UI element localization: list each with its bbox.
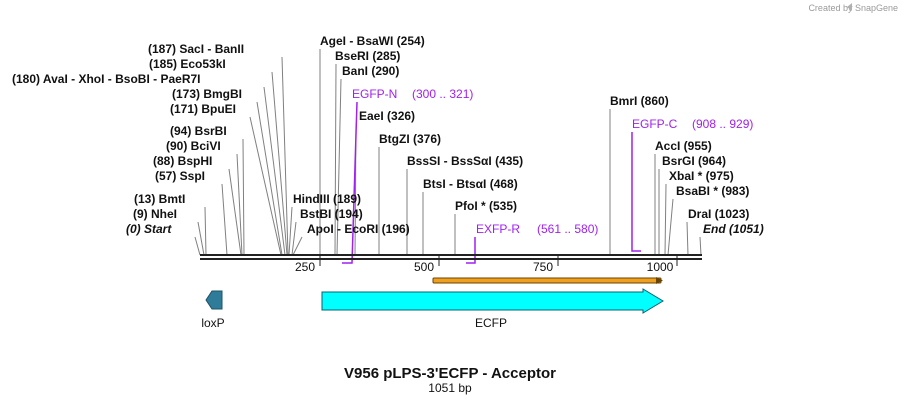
map-title: V956 pLPS-3'ECFP - Acceptor (344, 365, 556, 382)
site-label-bsrbi[interactable]: (94) BsrBI (170, 124, 227, 138)
ruler-label-750: 750 (533, 260, 553, 274)
site-label-bmri[interactable]: BmrI (860) (610, 94, 669, 108)
site-label-btsi[interactable]: BtsI - BtsαI (468) (423, 177, 518, 191)
site-label-bmgbi[interactable]: (173) BmgBI (172, 87, 242, 101)
loxp-feature[interactable] (205, 290, 223, 310)
site-label-start[interactable]: (0) Start (126, 222, 172, 236)
site-line-eco53ki (271, 71, 288, 256)
site-label-xbai[interactable]: XbaI * (975) (669, 169, 734, 183)
site-label-bcivi[interactable]: (90) BciVI (166, 139, 221, 153)
site-label-agei-bsawi[interactable]: AgeI - BsaWI (254) (320, 34, 425, 48)
site-lines (194, 49, 702, 256)
site-line-ava1 (263, 86, 286, 256)
site-label-eco53ki[interactable]: (185) Eco53kI (149, 57, 226, 71)
site-label-bstbi[interactable]: BstBI (194) (300, 207, 363, 221)
primer-exfp-r-bracket (466, 237, 476, 264)
site-label-bsrgi[interactable]: BsrGI (964) (662, 154, 726, 168)
site-line-bmgbi (256, 101, 283, 256)
site-line-bcivi (236, 153, 243, 256)
primer-label-egfp-c[interactable]: EGFP-C (632, 117, 678, 131)
site-line-bstbi (291, 221, 297, 256)
site-line-sspi (221, 183, 228, 256)
site-label-bani[interactable]: BanI (290) (342, 64, 399, 78)
feature-label-loxp: loxP (201, 316, 224, 330)
ecfp-feature[interactable] (321, 288, 664, 314)
site-label-sac1-banii[interactable]: (187) SacI - BanII (148, 42, 244, 56)
site-line-bsrbi (242, 138, 245, 256)
site-label-btgzi[interactable]: BtgZI (376) (379, 132, 441, 146)
primer-egfp-n-bracket (342, 101, 358, 264)
ruler-label-500: 500 (414, 260, 434, 274)
site-label-bseri[interactable]: BseRI (285) (335, 49, 400, 63)
site-line-sac1 (281, 56, 289, 256)
map-length: 1051 bp (428, 381, 472, 395)
site-label-bsphi[interactable]: (88) BspHI (153, 154, 212, 168)
site-line-bsphi (228, 168, 242, 256)
site-label-bmti[interactable]: (13) BmtI (134, 192, 185, 206)
site-labels: (187) SacI - BanII (185) Eco53kI (180) A… (12, 34, 764, 236)
site-line-bani (336, 78, 342, 256)
site-label-eaei[interactable]: EaeI (326) (359, 109, 415, 123)
site-line-bpuei (249, 116, 282, 256)
site-line-nhei (197, 221, 205, 256)
site-label-bsabi[interactable]: BsaBI * (983) (676, 184, 749, 198)
site-label-nhei[interactable]: (9) NheI (133, 207, 177, 221)
site-line-drai (686, 221, 689, 256)
site-line-hindiii (288, 206, 293, 256)
site-label-pfoi[interactable]: PfoI * (535) (455, 199, 517, 213)
site-label-bpuei[interactable]: (171) BpuEI (170, 102, 236, 116)
site-line-end (699, 236, 702, 256)
site-line-apoi (292, 236, 303, 256)
site-line-bmti (204, 206, 207, 256)
primer-label-egfp-n[interactable]: EGFP-N (352, 87, 397, 101)
primer-range-egfp-c: (908 .. 929) (692, 117, 753, 131)
site-label-sspi[interactable]: (57) SspI (155, 169, 205, 183)
primer-egfp-c-bracket (631, 132, 641, 252)
site-label-end[interactable]: End (1051) (703, 222, 764, 236)
ruler-label-250: 250 (295, 260, 315, 274)
site-line-bseri (334, 63, 337, 256)
orf-arrow (432, 277, 663, 284)
site-label-hindiii[interactable]: HindIII (189) (293, 192, 361, 206)
primer-range-egfp-n: (300 .. 321) (412, 87, 473, 101)
site-label-apoi-ecori[interactable]: ApoI - EcoRI (196) (307, 222, 410, 236)
snapgene-logo-icon (847, 3, 852, 11)
feature-label-ecfp: ECFP (475, 316, 507, 330)
site-label-ava1-xho1[interactable]: (180) AvaI - XhoI - BsoBI - PaeR7I (12, 72, 201, 86)
snapgene-watermark: Created by SnapGene (808, 3, 898, 13)
ruler-label-1000: 1000 (647, 260, 674, 274)
site-label-drai[interactable]: DraI (1023) (688, 207, 749, 221)
primer-range-exfp-r: (561 .. 580) (537, 222, 598, 236)
site-line-xbai (664, 183, 667, 256)
primer-label-exfp-r[interactable]: EXFP-R (476, 222, 520, 236)
site-line-bsabi (667, 198, 674, 256)
site-label-bsssi[interactable]: BssSI - BssSαI (435) (407, 154, 523, 168)
site-line-start (194, 236, 201, 256)
site-label-acci[interactable]: AccI (955) (655, 139, 712, 153)
sequence-backbone (200, 254, 702, 266)
